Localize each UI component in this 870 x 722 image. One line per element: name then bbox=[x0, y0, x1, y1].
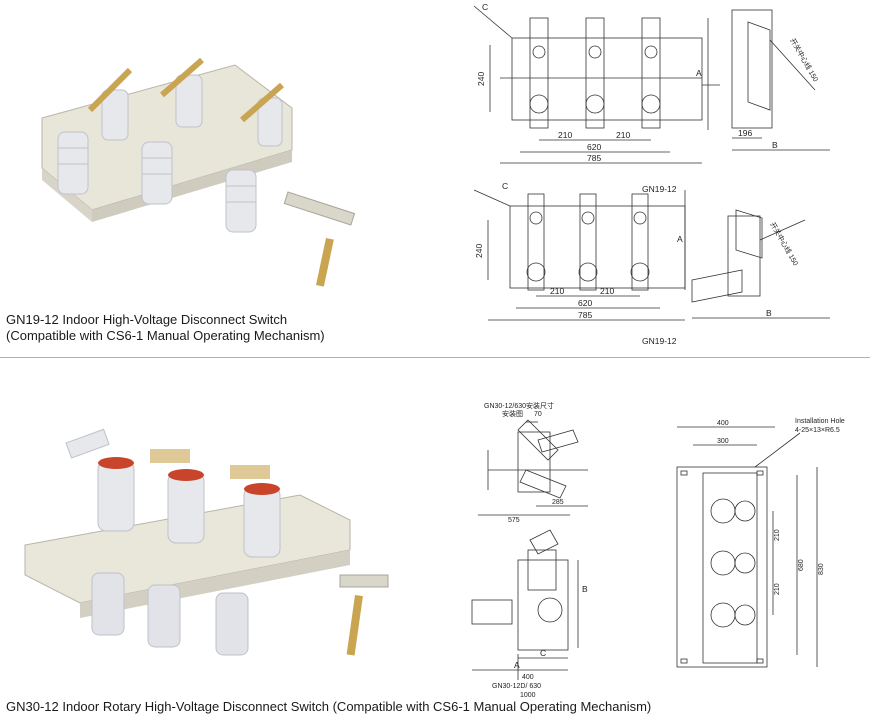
drawing-b-dim-240: 240 bbox=[474, 244, 484, 258]
drawing-a-dim-620: 620 bbox=[587, 142, 601, 152]
drawing-d-label-c: C bbox=[540, 648, 546, 658]
upper-insulators-red bbox=[65, 428, 281, 558]
section-divider bbox=[0, 357, 870, 358]
drawing-e-dim-210-bottom: 210 bbox=[774, 583, 781, 595]
drawing-e-dim-680: 680 bbox=[798, 559, 805, 571]
gn30-12d-side-drawing: B C A 400 GN30-12D/ 630 1000 bbox=[471, 529, 588, 699]
drawing-a-rotated-note: 开关中心线 150 bbox=[788, 37, 820, 84]
drawing-a-dim-210-right: 210 bbox=[616, 130, 630, 140]
upper-insulators bbox=[87, 57, 284, 147]
lower-insulators bbox=[57, 131, 257, 233]
drawing-b-label-b: B bbox=[766, 308, 772, 318]
drawing-c-dim-285: 285 bbox=[552, 499, 564, 506]
drawing-a-label-c: C bbox=[482, 2, 488, 12]
drawing-a-dim-785: 785 bbox=[587, 153, 601, 163]
drawing-a-dim-196: 196 bbox=[738, 128, 752, 138]
drawing-d-model: GN30-12D/ 630 bbox=[492, 683, 541, 690]
gn19-12-dimension-drawing-b: C GN19-12 240 210 210 620 785 A B 开关中心线 … bbox=[473, 181, 830, 346]
drawing-c-title-line1: GN30-12/630安装尺寸 bbox=[484, 401, 554, 410]
drawing-c-title-line2: 安装图 bbox=[502, 409, 523, 418]
drawing-b-model-bottom: GN19-12 bbox=[642, 336, 677, 346]
drawing-d-dim-400: 400 bbox=[522, 674, 534, 681]
drawing-e-dim-300: 300 bbox=[717, 438, 729, 445]
drawing-e-dim-830: 830 bbox=[818, 563, 825, 575]
drawing-b-dim-210-left: 210 bbox=[550, 286, 564, 296]
drawing-e-dim-210-top: 210 bbox=[774, 529, 781, 541]
drawing-b-model-top: GN19-12 bbox=[642, 184, 677, 194]
lower-insulators-grey bbox=[91, 572, 249, 656]
drawing-c-dim-70: 70 bbox=[534, 411, 542, 418]
drawing-b-label-a: A bbox=[677, 234, 683, 244]
drawing-b-label-c: C bbox=[502, 181, 508, 191]
gn19-12-dimension-drawing-a: C 240 210 210 620 785 A 196 B 开关中心线 150 bbox=[473, 2, 830, 164]
drawing-e-installation-hole-spec: 4-25×13×R6.5 bbox=[795, 427, 840, 434]
drawing-b-dim-210-right: 210 bbox=[600, 286, 614, 296]
drawing-b-dim-620: 620 bbox=[578, 298, 592, 308]
drawing-b-rotated-note: 开关中心线 150 bbox=[768, 221, 800, 268]
drawing-d-label-a: A bbox=[514, 660, 520, 670]
gn30-12-product-photo bbox=[24, 428, 389, 656]
drawing-a-dim-240: 240 bbox=[476, 72, 486, 86]
drawing-c-dim-575: 575 bbox=[508, 517, 520, 524]
gn30-12-caption: GN30-12 Indoor Rotary High-Voltage Disco… bbox=[6, 699, 652, 714]
drawing-e-dim-400: 400 bbox=[717, 420, 729, 427]
gn19-12-caption-line2: (Compatible with CS6-1 Manual Operating … bbox=[6, 328, 325, 343]
drawing-d-label-b: B bbox=[582, 584, 588, 594]
gn30-12-installation-drawing: GN30-12/630安装尺寸 安装图 70 285 575 bbox=[478, 401, 588, 524]
drawing-b-dim-785: 785 bbox=[578, 310, 592, 320]
drawing-a-dim-210-left: 210 bbox=[558, 130, 572, 140]
gn19-12-caption-line1: GN19-12 Indoor High-Voltage Disconnect S… bbox=[6, 312, 288, 327]
gn30-12-top-view-drawing: 400 300 Installation Hole 4-25×13×R6.5 2… bbox=[676, 418, 845, 668]
drawing-d-dim-1000: 1000 bbox=[520, 692, 536, 699]
drawing-a-label-a: A bbox=[696, 68, 702, 78]
drawing-a-label-b: B bbox=[772, 140, 778, 150]
drawing-e-installation-hole-title: Installation Hole bbox=[795, 418, 845, 425]
gn19-12-product-photo bbox=[41, 57, 356, 287]
